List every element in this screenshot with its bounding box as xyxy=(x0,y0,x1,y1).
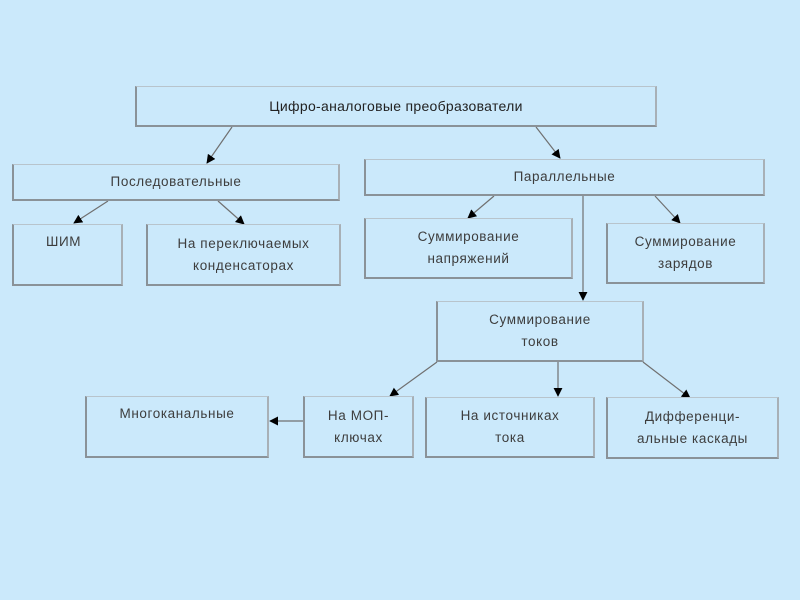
edge-root-sequential xyxy=(206,126,233,164)
node-voltage-sum-line2: напряжений xyxy=(427,251,510,266)
node-mos-switches-line2: ключах xyxy=(334,429,383,445)
node-multichannel: Многоканальные xyxy=(85,396,269,458)
node-sequential-label: Последовательные xyxy=(110,174,242,189)
edge-root-parallel xyxy=(535,126,561,159)
node-switched-caps-line1: На переключаемых xyxy=(177,235,310,251)
node-current-sources: На источниках тока xyxy=(425,397,595,458)
edge-current-diff xyxy=(642,361,691,399)
node-mos-switches-line1: На МОП- xyxy=(327,407,390,423)
node-current-sum-line1: Суммирование xyxy=(489,312,591,327)
edge-sequential-caps xyxy=(217,200,245,225)
node-charge-sum-line2: зарядов xyxy=(657,256,714,271)
node-charge-sum-line1: Суммирование xyxy=(634,234,737,249)
edge-current-mos xyxy=(389,361,438,397)
node-root: Цифро-аналоговые преобразователи xyxy=(135,86,657,127)
node-parallel-label: Параллельные xyxy=(513,169,616,184)
edge-parallel-voltage xyxy=(467,195,495,219)
edge-sequential-pwm xyxy=(73,200,109,224)
node-current-sum: Суммирование токов xyxy=(436,301,644,362)
node-diff-cascades-line2: альные каскады xyxy=(637,430,748,446)
node-diff-cascades-line1: Дифференци- xyxy=(644,408,741,424)
node-switched-caps: На переключаемых конденсаторах xyxy=(146,224,341,286)
node-charge-sum: Суммирование зарядов xyxy=(606,223,765,284)
node-pwm: ШИМ xyxy=(12,224,123,286)
node-voltage-sum-line1: Суммирование xyxy=(417,229,520,244)
node-current-sources-line1: На источниках xyxy=(460,408,560,423)
node-sequential: Последовательные xyxy=(12,164,340,201)
edge-parallel-charge xyxy=(654,195,681,224)
node-mos-switches: На МОП- ключах xyxy=(303,396,414,458)
node-voltage-sum: Суммирование напряжений xyxy=(364,218,573,279)
node-parallel: Параллельные xyxy=(364,159,765,196)
node-current-sum-line2: токов xyxy=(521,334,559,349)
node-root-label: Цифро-аналоговые преобразователи xyxy=(269,98,523,114)
node-switched-caps-line2: конденсаторах xyxy=(193,257,294,273)
node-diff-cascades: Дифференци- альные каскады xyxy=(606,397,779,459)
node-pwm-label: ШИМ xyxy=(46,234,82,249)
node-current-sources-line2: тока xyxy=(495,430,525,445)
node-multichannel-label: Многоканальные xyxy=(119,406,235,421)
